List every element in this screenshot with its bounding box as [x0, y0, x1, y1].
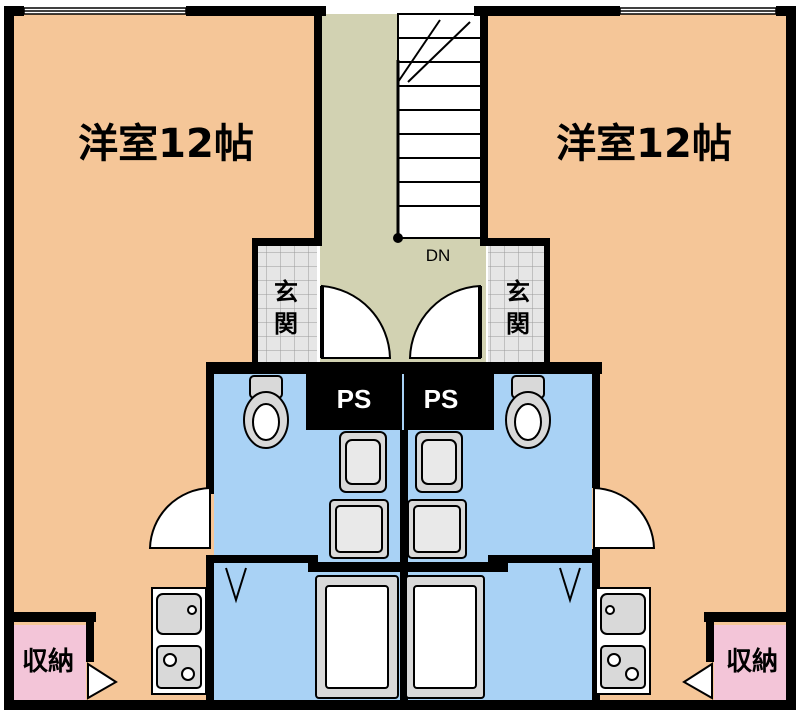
left-entrance-label-2: 関: [274, 310, 298, 338]
left-toilet: [243, 375, 289, 449]
left-entrance-floor: [255, 245, 317, 363]
stair-direction-label: DN: [426, 246, 451, 265]
right-storage-floor: [714, 625, 788, 701]
left-entrance-door: [320, 284, 392, 359]
left-ps-label: PS: [337, 384, 372, 414]
right-storage-door: [682, 662, 713, 700]
left-storage-door: [87, 662, 118, 700]
left-room-label: 洋室12帖: [78, 121, 254, 167]
right-ps-label: PS: [424, 384, 459, 414]
right-storage-label: 収納: [726, 646, 778, 677]
right-room-label: 洋室12帖: [556, 121, 732, 167]
right-kitchen: [595, 587, 651, 695]
left-washbasin: [329, 431, 389, 559]
walls: [4, 6, 796, 710]
right-toilet: [505, 375, 551, 449]
right-entrance-door: [408, 284, 482, 359]
windows: [23, 7, 777, 15]
left-storage-floor: [12, 625, 86, 701]
right-entrance-label-2: 関: [506, 310, 530, 338]
left-bath-door: [148, 486, 211, 549]
right-bath-folding-door: [559, 567, 581, 604]
right-entrance-label-1: 玄: [506, 278, 530, 306]
left-bathtub: [315, 575, 399, 699]
right-washbasin: [407, 431, 467, 559]
left-entrance-label-1: 玄: [274, 278, 298, 306]
right-bathtub: [405, 575, 485, 699]
left-bath-folding-door: [225, 567, 247, 604]
left-storage-label: 収納: [22, 646, 74, 677]
left-kitchen: [151, 587, 207, 695]
left-ps-shaft: [306, 370, 402, 430]
right-ps-shaft: [404, 370, 494, 430]
staircase: [393, 13, 483, 243]
right-bath-door: [593, 486, 656, 549]
right-entrance-floor: [488, 245, 548, 363]
